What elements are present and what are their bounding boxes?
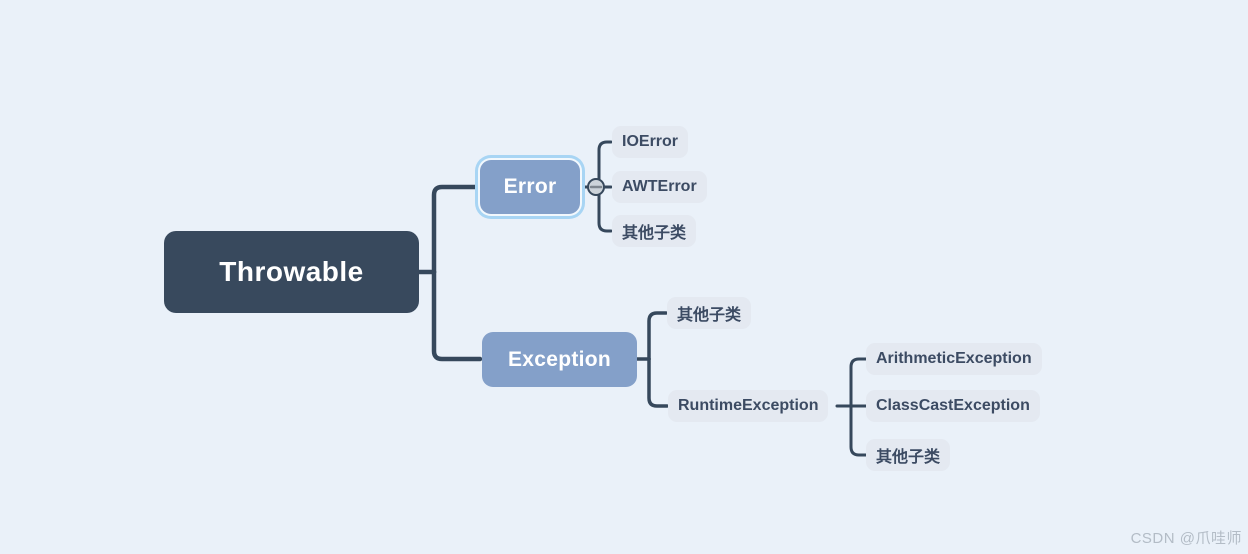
- node-runtimeexception-label: RuntimeException: [678, 397, 819, 414]
- node-classcastexception[interactable]: ClassCastException: [866, 390, 1040, 422]
- node-error-other-subclasses-label: 其他子类: [622, 225, 687, 242]
- node-exception[interactable]: Exception: [482, 332, 637, 387]
- node-runtime-other-subclasses[interactable]: 其他子类: [866, 439, 951, 471]
- node-exception-other-subclasses-label: 其他子类: [677, 307, 742, 324]
- node-awterror-label: AWTError: [622, 178, 697, 195]
- node-runtimeexception[interactable]: RuntimeException: [668, 390, 829, 422]
- node-error[interactable]: Error: [480, 160, 580, 214]
- node-runtime-other-subclasses-label: 其他子类: [876, 449, 941, 466]
- node-arithmeticexception[interactable]: ArithmeticException: [866, 343, 1042, 375]
- csdn-watermark: CSDN @爪哇师: [1130, 530, 1242, 547]
- collapse-minus-icon[interactable]: [587, 178, 605, 196]
- runtime-children-connectors: [835, 357, 868, 457]
- node-exception-other-subclasses[interactable]: 其他子类: [667, 297, 752, 329]
- node-exception-label: Exception: [507, 347, 612, 371]
- node-throwable[interactable]: Throwable: [164, 231, 419, 313]
- node-error-other-subclasses[interactable]: 其他子类: [612, 215, 697, 247]
- node-arithmeticexception-label: ArithmeticException: [876, 350, 1032, 367]
- node-ioerror[interactable]: IOError: [612, 126, 689, 158]
- node-throwable-label: Throwable: [219, 256, 364, 287]
- node-classcastexception-label: ClassCastException: [876, 397, 1030, 414]
- root-branch-connectors: [416, 184, 483, 362]
- exception-children-connectors: [635, 311, 669, 408]
- node-error-label: Error: [503, 175, 557, 198]
- node-ioerror-label: IOError: [622, 133, 679, 150]
- node-awterror[interactable]: AWTError: [612, 171, 707, 203]
